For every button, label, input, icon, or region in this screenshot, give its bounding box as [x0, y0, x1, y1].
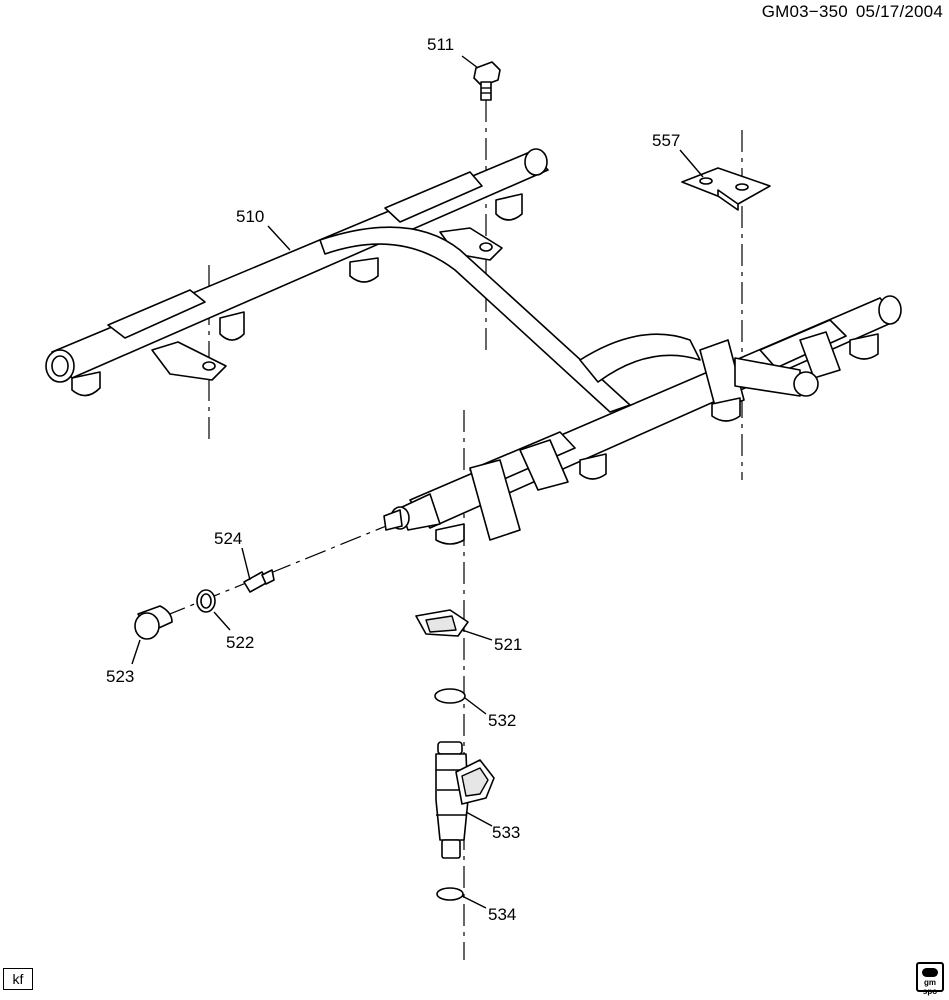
clip-521 — [415, 609, 469, 637]
callout-524: 524 — [214, 529, 242, 548]
callout-522: 522 — [226, 633, 254, 652]
callout-533: 533 — [492, 823, 520, 842]
callout-510: 510 — [236, 207, 264, 226]
drawing-date: 05/17/2004 — [855, 2, 943, 21]
callout-534: 534 — [488, 905, 516, 924]
callout-511: 511 — [427, 35, 454, 54]
callout-532: 532 — [488, 711, 516, 730]
bolt-511 — [473, 61, 501, 101]
callout-521: 521 — [494, 635, 522, 654]
cap-523 — [134, 605, 173, 640]
bracket-557 — [681, 167, 771, 211]
callout-labels: 511 510 557 524 522 523 521 532 533 534 — [106, 35, 680, 924]
fuel-rail-510 — [45, 148, 701, 413]
o-ring-532 — [434, 688, 466, 704]
valve-524 — [243, 569, 275, 593]
injector-533 — [435, 741, 495, 859]
seal-534 — [436, 887, 464, 901]
drawing-header: GM03−350 05/17/2004 — [754, 2, 943, 22]
seal-522 — [196, 589, 216, 613]
drawing-code: GM03−350 — [761, 2, 848, 21]
callout-557: 557 — [652, 131, 680, 150]
initials-box: kf — [3, 968, 33, 990]
leader-lines — [131, 55, 704, 909]
fuel-rail-lower — [383, 295, 902, 545]
callout-523: 523 — [106, 667, 134, 686]
